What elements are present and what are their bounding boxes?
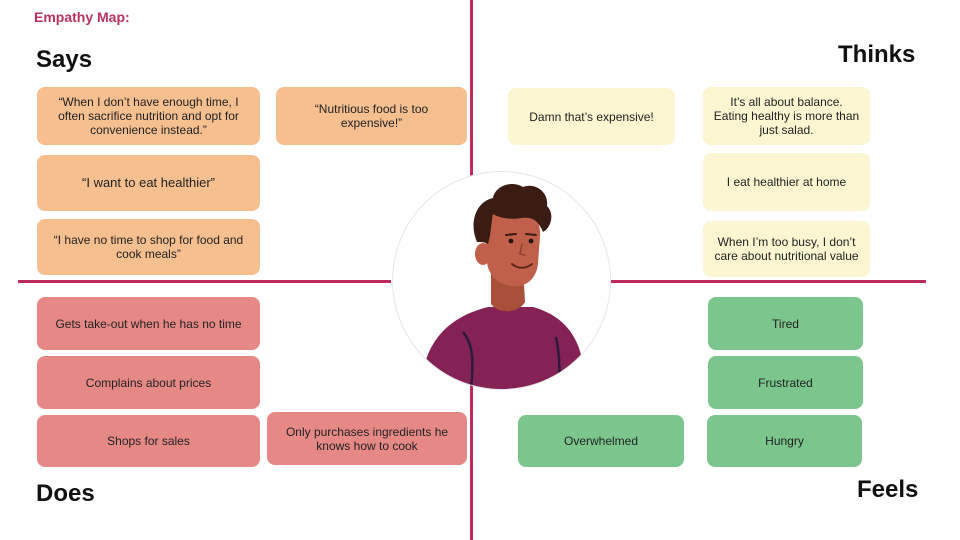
horizontal-divider-right <box>611 280 926 283</box>
feels-heading: Feels <box>857 476 919 503</box>
thinks-note: When I’m too busy, I don’t care about nu… <box>703 221 870 277</box>
says-note: “Nutritious food is too expensive!” <box>276 87 467 145</box>
feels-note: Hungry <box>707 415 862 467</box>
persona-avatar <box>393 172 610 389</box>
thinks-note: It’s all about balance. Eating healthy i… <box>703 87 870 145</box>
horizontal-divider-left <box>18 280 391 283</box>
page-title: Empathy Map: <box>34 9 130 25</box>
thinks-note: Damn that’s expensive! <box>508 88 675 145</box>
persona-illustration <box>421 184 585 389</box>
says-heading: Says <box>36 46 93 73</box>
thinks-note: I eat healthier at home <box>703 153 870 211</box>
does-note: Complains about prices <box>37 356 260 409</box>
does-note: Shops for sales <box>37 415 260 467</box>
thinks-heading: Thinks <box>838 41 916 68</box>
says-note: “I have no time to shop for food and coo… <box>37 219 260 275</box>
feels-note: Overwhelmed <box>518 415 684 467</box>
does-note: Only purchases ingredients he knows how … <box>267 412 467 465</box>
feels-note: Frustrated <box>708 356 863 409</box>
feels-note: Tired <box>708 297 863 350</box>
does-heading: Does <box>36 480 95 507</box>
says-note: “I want to eat healthier” <box>37 155 260 211</box>
does-note: Gets take-out when he has no time <box>37 297 260 350</box>
says-note: “When I don’t have enough time, I often … <box>37 87 260 145</box>
